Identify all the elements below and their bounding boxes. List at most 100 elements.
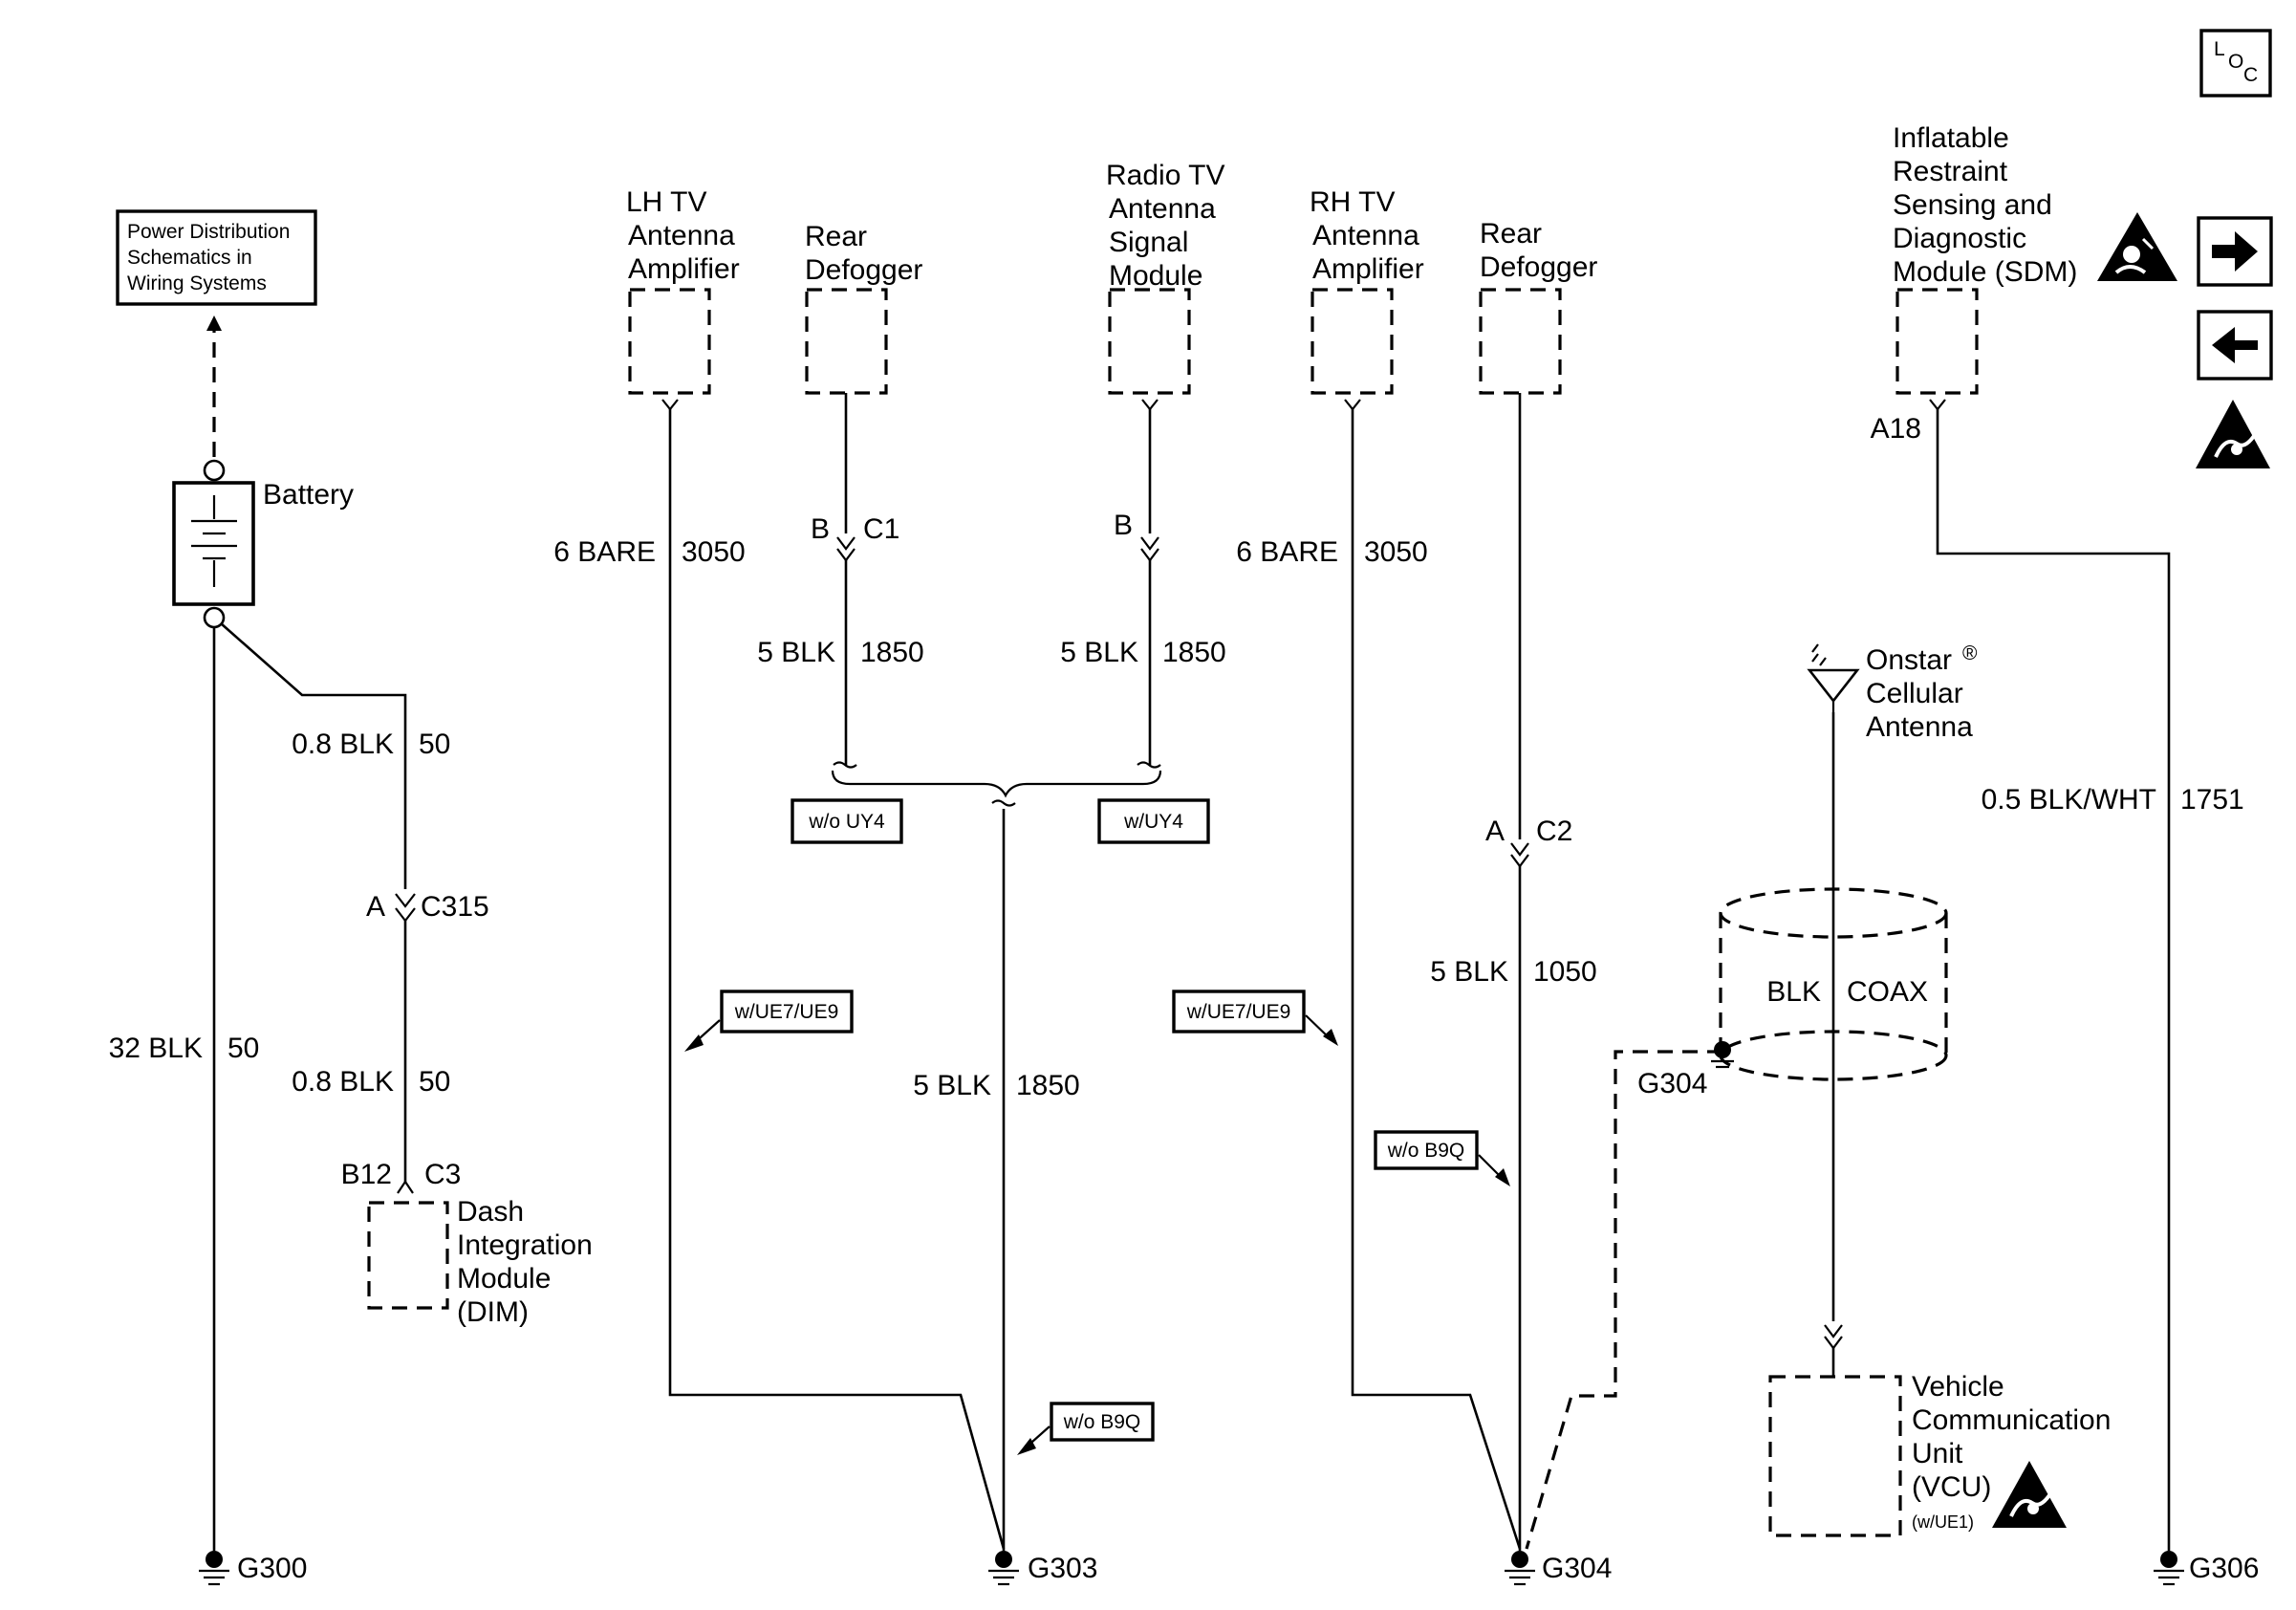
wire-circuit: 1050 [1533,956,1597,988]
module-rh-tv-antenna-amplifier [1310,288,1394,395]
connector-c2 [1510,842,1529,868]
battery-label: Battery [263,479,354,511]
module-label: Integration [457,1229,593,1261]
option-label-wo-b9q-left: w/o B9Q [1050,1402,1155,1442]
module-label: Onstar [1866,644,1952,676]
airbag-esd-icon [2097,212,2177,281]
option-label-wo-uy4: w/o UY4 [791,798,903,844]
svg-text:w/o B9Q: w/o B9Q [1063,1411,1141,1433]
module-label: Defogger [805,254,922,286]
module-label: Vehicle [1912,1371,2004,1403]
ground-symbol [199,1551,229,1586]
module-label: Restraint [1893,156,2008,187]
arrow-left-icon[interactable] [2197,310,2273,381]
module-label: Amplifier [628,253,740,285]
connector-c315 [395,893,416,923]
ground-symbol [2154,1551,2184,1586]
wire-gauge: 6 BARE [1236,536,1338,568]
wire-circuit: 1850 [1016,1070,1080,1101]
ground-symbol [1505,1551,1535,1586]
module-label: Sensing and [1893,189,2052,221]
loc-icon[interactable]: L O C [2199,29,2272,98]
svg-text:w/UE7/UE9: w/UE7/UE9 [1186,1001,1291,1023]
wire-circuit: 50 [419,729,450,760]
esd-warning-icon [2196,400,2270,468]
svg-text:L: L [2214,38,2225,60]
connector-name: C315 [421,891,489,923]
ground-label: G304 [1542,1553,1612,1584]
wire-gauge: 0.8 BLK [292,729,394,760]
svg-text:w/o UY4: w/o UY4 [808,811,885,833]
connector-name: C1 [863,513,899,545]
wire-circuit: 3050 [1364,536,1428,568]
wire-circuit: COAX [1847,976,1928,1008]
wire-coax-drain [1525,1050,1722,1550]
option-label-ue7-left: w/UE7/UE9 [720,990,854,1033]
connector-radio [1141,399,1159,411]
option-splice-bracket [831,761,1162,807]
antenna-icon [1807,643,1860,712]
module-label: Radio TV [1106,160,1225,191]
module-label: (DIM) [457,1296,529,1328]
wire-rh-amp-ground [1351,409,1522,1550]
esd-warning-icon [1992,1461,2067,1528]
module-label: Rear [1480,218,1542,250]
wire-gauge: 5 BLK [757,637,835,668]
module-label: (w/UE1) [1912,1512,1974,1532]
svg-text:w/o B9Q: w/o B9Q [1387,1140,1465,1162]
wire-circuit: 1850 [1162,637,1226,668]
module-label: LH TV [626,186,706,218]
svg-text:w/UE7/UE9: w/UE7/UE9 [734,1001,839,1023]
module-rear-defogger [805,288,888,395]
svg-text:C: C [2243,64,2258,86]
module-label: Antenna [628,220,735,251]
ground-label: G303 [1028,1553,1097,1584]
power-distribution-reference[interactable]: Power Distribution Schematics in Wiring … [116,209,317,306]
connector-sdm [1929,399,1946,411]
option-arrow-icon [1305,1014,1338,1046]
module-label: Communication [1912,1404,2111,1436]
wire-gauge: 6 BARE [553,536,656,568]
wire-gauge: 32 BLK [109,1033,203,1064]
module-dim [367,1201,449,1310]
ground-label: G306 [2189,1553,2259,1584]
svg-text:Schematics in: Schematics in [127,247,252,269]
module-sdm [1895,288,1979,395]
module-label: Antenna [1866,711,1973,743]
module-label: Module [457,1263,551,1295]
option-label-ue7-right: w/UE7/UE9 [1172,990,1306,1033]
module-label: Dash [457,1196,524,1228]
wire-gauge: 5 BLK [1430,956,1508,988]
module-radio-tv-antenna-signal [1108,288,1191,395]
connector-c3 [397,1180,414,1194]
module-vcu [1768,1375,1902,1537]
connector-lh-amp [661,399,679,411]
module-label: Module (SDM) [1893,256,2077,288]
connector-radio-b [1140,536,1159,562]
module-label: Unit [1912,1438,1963,1469]
module-label: Amplifier [1312,253,1424,285]
module-rear-defogger-2 [1479,288,1562,395]
module-label: Antenna [1312,220,1419,251]
wire-circuit: 3050 [682,536,746,568]
module-label: Defogger [1480,251,1597,283]
wire-gauge: 0.5 BLK/WHT [1982,784,2156,816]
wire-gauge: BLK [1766,976,1821,1008]
ground-symbol [988,1551,1019,1586]
wire-circuit: 1850 [860,637,924,668]
wire-battery-dim-upper [220,622,407,889]
module-label: (VCU) [1912,1471,1991,1503]
wire-sdm-ground [1936,409,2171,1551]
connector-pin: A [1485,816,1505,847]
option-arrow-icon [1478,1154,1510,1186]
arrow-right-icon[interactable] [2197,216,2273,287]
connector-pin: A [366,891,385,923]
connector-pin: B [1114,510,1133,541]
connector-vcu [1824,1324,1843,1350]
module-label: Rear [805,221,867,252]
svg-text:Wiring Systems: Wiring Systems [127,272,267,294]
module-label: Signal [1109,227,1188,258]
module-lh-tv-antenna-amplifier [628,288,711,395]
wire-gauge: 0.8 BLK [292,1066,394,1098]
